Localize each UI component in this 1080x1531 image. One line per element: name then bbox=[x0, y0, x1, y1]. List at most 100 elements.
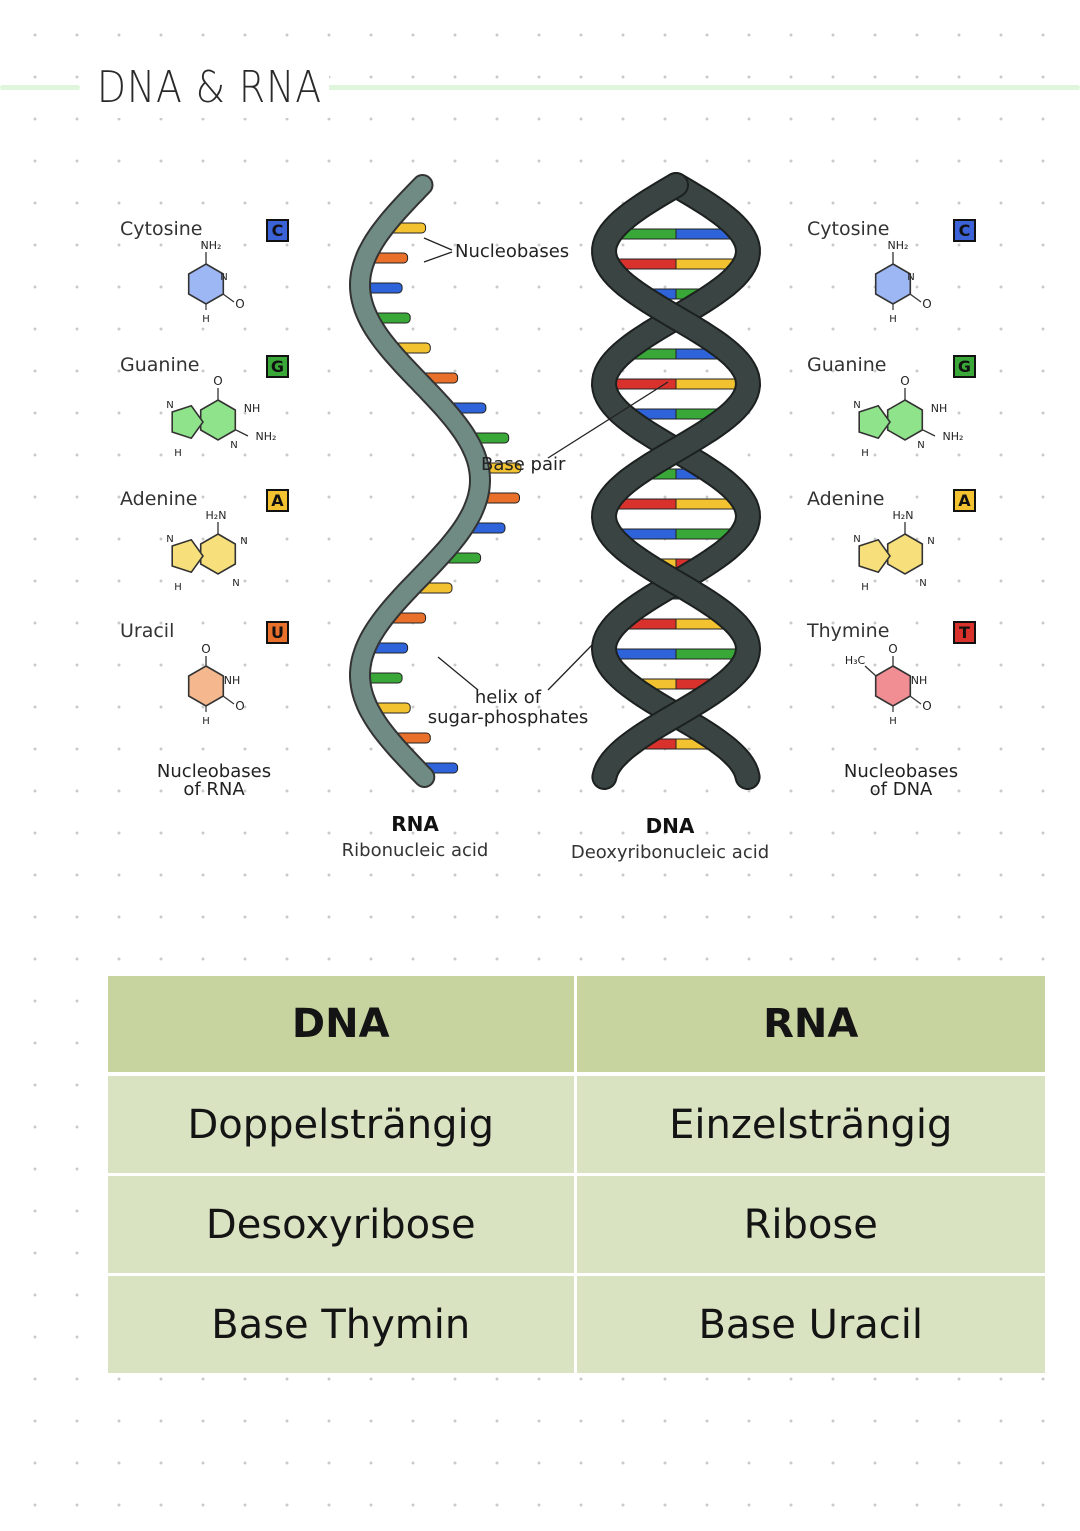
svg-text:NH: NH bbox=[911, 674, 928, 687]
svg-text:N: N bbox=[166, 400, 173, 411]
rna-label: RNA Ribonucleic acid bbox=[341, 812, 489, 861]
page-title: DNA & RNA bbox=[90, 58, 329, 118]
nucleobase-letter-badge: T bbox=[953, 621, 976, 644]
comparison-table: DNA RNA Doppelsträngig Einzelsträngig De… bbox=[108, 976, 1045, 1373]
nucleobase-thymine: Thymine T O H O NH H₃C bbox=[807, 618, 977, 743]
table-cell: Doppelsträngig bbox=[108, 1076, 577, 1173]
svg-text:NH: NH bbox=[244, 402, 261, 415]
nucleobase-name: Adenine bbox=[807, 488, 885, 510]
svg-text:N: N bbox=[220, 272, 227, 283]
svg-text:H: H bbox=[889, 716, 897, 727]
svg-text:N: N bbox=[232, 578, 239, 589]
svg-text:H: H bbox=[174, 448, 182, 459]
table-cell: Desoxyribose bbox=[108, 1173, 577, 1273]
nucleobase-name: Guanine bbox=[807, 354, 887, 376]
svg-text:N: N bbox=[166, 534, 173, 545]
dna-backbone-strand bbox=[592, 174, 760, 788]
nucleobase-structure-icon: O H O NH bbox=[187, 642, 245, 727]
header-rna: RNA bbox=[576, 976, 1045, 1076]
nucleobase-guanine: Guanine G H N O NH NH₂ N bbox=[120, 352, 290, 477]
nucleobase-name: Guanine bbox=[120, 354, 200, 376]
svg-text:NH: NH bbox=[224, 674, 241, 687]
svg-text:O: O bbox=[201, 642, 210, 656]
header-dna: DNA bbox=[108, 976, 577, 1076]
nucleobase-structure-icon: H N O NH NH₂ N bbox=[166, 374, 277, 459]
base-pair-annotation: Base pair bbox=[481, 454, 566, 475]
svg-text:O: O bbox=[900, 374, 909, 388]
helix-annotation: helix of sugar-phosphates bbox=[427, 687, 589, 728]
table-cell: Einzelsträngig bbox=[576, 1076, 1045, 1173]
svg-text:N: N bbox=[853, 534, 860, 545]
svg-text:H: H bbox=[861, 448, 869, 459]
svg-text:O: O bbox=[235, 297, 244, 311]
nucleobase-structure-icon: O H NH₂ N bbox=[187, 239, 245, 325]
svg-text:N: N bbox=[907, 272, 914, 283]
nucleobases-annotation: Nucleobases bbox=[455, 241, 570, 262]
nucleobase-structure-icon: H N O NH NH₂ N bbox=[853, 374, 964, 459]
svg-text:H: H bbox=[202, 314, 210, 325]
table-row: Base Thymin Base Uracil bbox=[108, 1273, 1045, 1373]
nucleobase-letter-badge: A bbox=[953, 489, 976, 512]
svg-text:N: N bbox=[927, 536, 934, 547]
rna-nucleobases-caption: Nucleobases of RNA bbox=[156, 761, 272, 800]
svg-text:H₃C: H₃C bbox=[845, 654, 866, 667]
svg-text:NH₂: NH₂ bbox=[888, 239, 909, 252]
base-pair-pointer bbox=[547, 381, 669, 459]
svg-text:H: H bbox=[861, 582, 869, 593]
nucleobase-guanine: Guanine G H N O NH NH₂ N bbox=[807, 352, 977, 477]
svg-text:N: N bbox=[240, 536, 247, 547]
table-header-row: DNA RNA bbox=[108, 976, 1045, 1076]
svg-text:H₂N: H₂N bbox=[206, 509, 227, 522]
nucleobase-structure-icon: H N H₂N N N bbox=[166, 509, 247, 593]
nucleobase-name: Adenine bbox=[120, 488, 198, 510]
dna-label: DNA Deoxyribonucleic acid bbox=[570, 814, 770, 863]
helix-diagram bbox=[348, 172, 762, 790]
svg-text:O: O bbox=[235, 699, 244, 713]
helix-pointer bbox=[547, 643, 594, 691]
nucleobase-name: Cytosine bbox=[120, 218, 203, 240]
svg-text:H: H bbox=[174, 582, 182, 593]
nucleobase-letter-badge: G bbox=[953, 355, 976, 378]
nucleobase-name: Uracil bbox=[120, 620, 175, 642]
svg-text:N: N bbox=[853, 400, 860, 411]
helix-pointer bbox=[437, 656, 479, 691]
nucleobase-letter-badge: A bbox=[266, 489, 289, 512]
nucleobases-pointer bbox=[423, 237, 453, 251]
svg-text:O: O bbox=[888, 642, 897, 656]
svg-text:N: N bbox=[919, 578, 926, 589]
table-row: Doppelsträngig Einzelsträngig bbox=[108, 1076, 1045, 1173]
svg-text:NH₂: NH₂ bbox=[201, 239, 222, 252]
svg-text:H: H bbox=[202, 716, 210, 727]
svg-text:O: O bbox=[922, 699, 931, 713]
nucleobase-letter-badge: C bbox=[266, 219, 289, 242]
table-cell: Ribose bbox=[576, 1173, 1045, 1273]
svg-text:NH₂: NH₂ bbox=[256, 430, 277, 443]
nucleobase-letter-badge: U bbox=[266, 621, 289, 644]
table-cell: Base Uracil bbox=[576, 1273, 1045, 1373]
nucleobase-structure-icon: O H O NH H₃C bbox=[845, 642, 932, 727]
nucleobase-cytosine: Cytosine C O H NH₂ N bbox=[120, 216, 290, 341]
nucleobase-letter-badge: G bbox=[266, 355, 289, 378]
svg-text:O: O bbox=[213, 374, 222, 388]
table-cell: Base Thymin bbox=[108, 1273, 577, 1373]
svg-text:NH₂: NH₂ bbox=[943, 430, 964, 443]
nucleobase-letter-badge: C bbox=[953, 219, 976, 242]
title-underline bbox=[0, 82, 1080, 90]
nucleobase-name: Thymine bbox=[807, 620, 890, 642]
nucleobase-adenine: Adenine A H N H₂N N N bbox=[120, 486, 290, 611]
nucleobases-pointer bbox=[423, 251, 453, 263]
svg-text:N: N bbox=[917, 440, 924, 451]
rna-backbone bbox=[350, 176, 490, 786]
svg-text:NH: NH bbox=[931, 402, 948, 415]
nucleobase-structure-icon: H N H₂N N N bbox=[853, 509, 934, 593]
svg-text:H₂N: H₂N bbox=[893, 509, 914, 522]
svg-text:O: O bbox=[922, 297, 931, 311]
dna-backbone-strand bbox=[592, 174, 760, 788]
svg-text:N: N bbox=[230, 440, 237, 451]
nucleobase-uracil: Uracil U O H O NH bbox=[120, 618, 290, 743]
table-row: Desoxyribose Ribose bbox=[108, 1173, 1045, 1273]
nucleobase-adenine: Adenine A H N H₂N N N bbox=[807, 486, 977, 611]
dna-nucleobases-caption: Nucleobases of DNA bbox=[843, 761, 959, 800]
